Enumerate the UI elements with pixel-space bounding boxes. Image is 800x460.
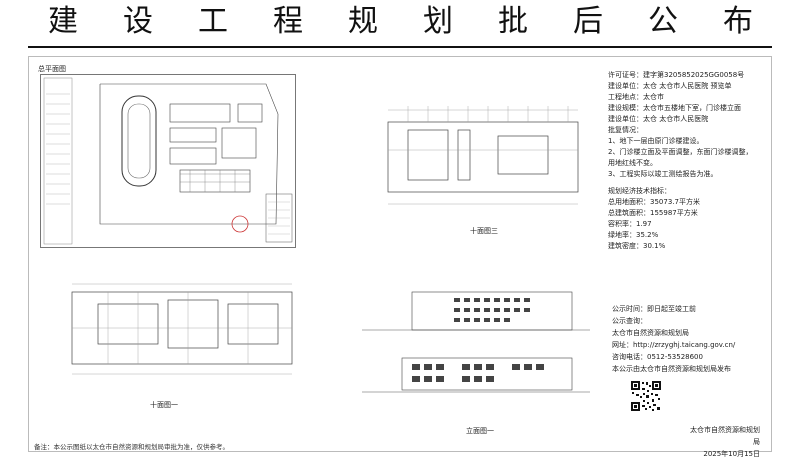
title-char: 批 (498, 4, 528, 39)
contact-line: 咨询电话：0512-53528600 (612, 353, 703, 361)
title-char: 程 (273, 4, 303, 39)
elevation-drawing (362, 288, 590, 398)
indicator-line: 绿地率：35.2% (608, 231, 659, 239)
approval-info: 许可证号：建字第3205852025GG0058号 建设单位：太仓 太仓市人民医… (608, 70, 768, 252)
info-line: 建设单位：太仓 太仓市人民医院 (608, 115, 709, 123)
title-char: 规 (348, 4, 378, 39)
title-char: 布 (723, 4, 753, 39)
info-line: 建设规模：太仓市五楼地下室，门诊楼立面 (608, 104, 741, 112)
site-plan-drawing (40, 74, 296, 248)
indicator-line: 总用地面积：35073.7平方米 (608, 198, 700, 206)
page-title: 建 设 工 程 规 划 批 后 公 布 (48, 4, 753, 40)
info-line: 3、工程实际以竣工测绘报告为准。 (608, 170, 718, 178)
notice-board (28, 56, 772, 452)
floor-plan-top-drawing (378, 100, 588, 218)
contact-info: 公示时间：即日起至竣工前 公示查询： 太仓市自然资源和规划局 网址：http:/… (612, 303, 770, 375)
title-char: 工 (198, 4, 228, 39)
floor-plan-bottom-label: 十面图一 (150, 401, 178, 409)
issuer-name: 太仓市自然资源和规划局 (690, 426, 760, 446)
indicator-line: 建筑密度：30.1% (608, 242, 666, 250)
issue-date: 2025年10月15日 (703, 450, 760, 458)
qr-code-icon[interactable] (630, 380, 662, 412)
contact-line: 太仓市自然资源和规划局 (612, 329, 689, 337)
contact-line: 公示查询： (612, 317, 647, 325)
title-char: 建 (48, 4, 78, 39)
floor-plan-bottom-drawing (68, 278, 296, 388)
info-line: 许可证号：建字第3205852025GG0058号 (608, 71, 745, 79)
page-header: 建 设 工 程 规 划 批 后 公 布 (0, 0, 800, 48)
info-line: 1、地下一层由原门诊楼建设。 (608, 137, 704, 145)
elevation-label: 立面图一 (466, 427, 494, 435)
contact-line: 公示时间：即日起至竣工前 (612, 305, 696, 313)
info-line: 用地红线不变。 (608, 159, 657, 167)
title-divider (28, 46, 772, 48)
indicators-title: 规划经济技术指标： (608, 187, 671, 195)
info-line: 批复情况： (608, 126, 643, 134)
contact-line: 本公示由太仓市自然资源和规划局发布 (612, 365, 731, 373)
title-char: 公 (648, 4, 678, 39)
info-line: 工程地点：太仓市 (608, 93, 664, 101)
title-char: 划 (423, 4, 453, 39)
site-plan-label: 总平面图 (38, 65, 66, 73)
indicator-line: 容积率：1.97 (608, 220, 652, 228)
footer-note: 备注：本公示图纸以太仓市自然资源和规划局审批为准，仅供参考。 (34, 443, 229, 451)
title-char: 设 (123, 4, 153, 39)
info-line: 建设单位：太仓 太仓市人民医院 预览单 (608, 82, 732, 90)
contact-line[interactable]: 网址：http://zrzyghj.taicang.gov.cn/ (612, 341, 736, 349)
title-char: 后 (573, 4, 603, 39)
floor-plan-top-label: 十面图三 (470, 227, 498, 235)
issuer-block: 太仓市自然资源和规划局 2025年10月15日 (690, 424, 760, 460)
indicator-line: 总建筑面积：155987平方米 (608, 209, 698, 217)
info-line: 2、门诊楼立面及平面调整，东面门诊楼调整， (608, 148, 753, 156)
